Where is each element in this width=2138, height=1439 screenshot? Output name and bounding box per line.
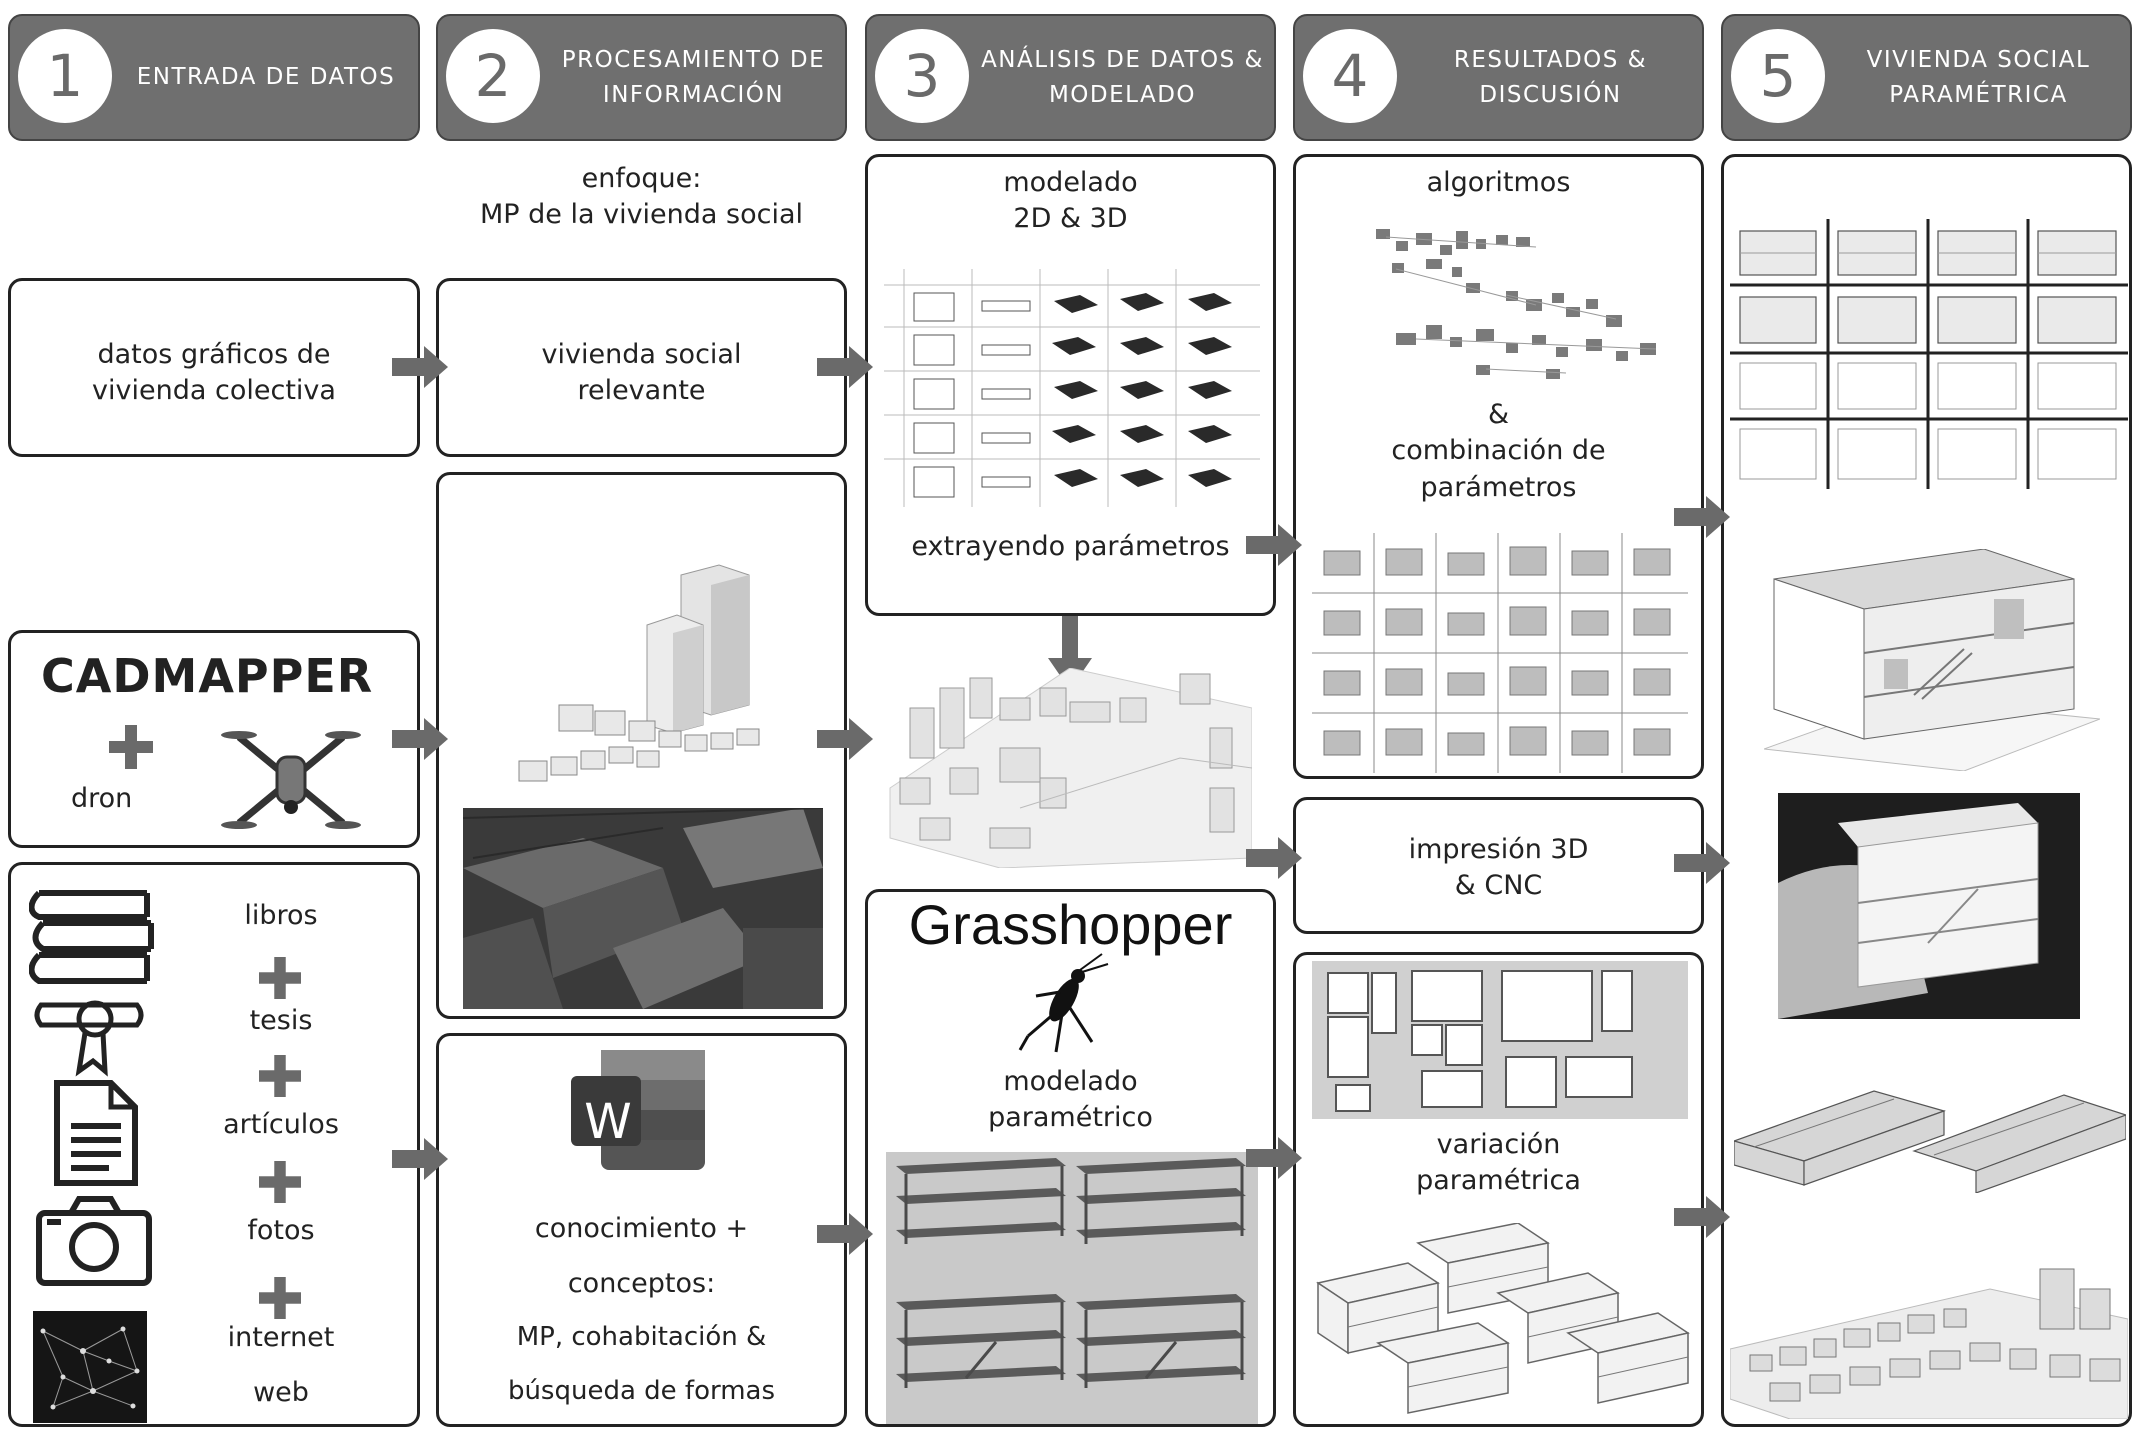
housing-block-render-image (1734, 1090, 2126, 1193)
algorithm-graph-image (1376, 229, 1657, 379)
plus-icon (259, 1161, 301, 1203)
arrow-right-icon (1246, 837, 1302, 879)
sources-box: libros tesis artículos fotos internet we… (8, 862, 420, 1427)
relevant-housing-box: vivienda social relevante (436, 278, 847, 457)
housing-variants-grid-image (1730, 219, 2128, 489)
algorithms-box: algoritmos & combinación de parámetros (1293, 154, 1704, 779)
step-number: 5 (1731, 29, 1825, 123)
cadmapper-logo: CADMAPPER (41, 649, 374, 703)
arrow-right-icon (1674, 496, 1730, 538)
graphic-data-label: datos gráficos de vivienda colectiva (92, 339, 336, 407)
combination-label: & combinación de parámetros (1391, 399, 1606, 503)
city-model-box (436, 472, 847, 1019)
arrow-right-icon (392, 1138, 448, 1180)
aerial-photo-image (462, 807, 824, 1009)
step-2-header: 2 PROCESAMIENTO DE INFORMACIÓN (436, 14, 847, 141)
step-5-header: 5 VIVIENDA SOCIAL PARAMÉTRICA (1721, 14, 2132, 141)
camera-icon (36, 1196, 152, 1286)
focus-label: enfoque: MP de la vivienda social (479, 163, 804, 231)
variation-label: variación paramétrica (1416, 1129, 1581, 1197)
arrow-right-icon (817, 1213, 873, 1255)
arrow-right-icon (817, 718, 873, 760)
drone-icon (221, 731, 361, 829)
arrow-right-icon (392, 718, 448, 760)
document-icon (54, 1080, 138, 1186)
plus-icon (259, 1277, 301, 1319)
relevant-housing-label: vivienda social relevante (541, 339, 742, 407)
knowledge-line-3: MP, cohabitación & (516, 1322, 767, 1352)
source-photos: fotos (247, 1215, 315, 1246)
plus-icon (259, 957, 301, 999)
printing-box: impresión 3D & CNC (1293, 797, 1704, 934)
3d-printed-model-photo (1778, 793, 2080, 1019)
step-3-header: 3 ANÁLISIS DE DATOS & MODELADO (865, 14, 1276, 141)
urban-context-render-image (1730, 1268, 2128, 1419)
word-icon (571, 1050, 705, 1170)
plus-icon (109, 725, 153, 769)
parameter-combinations-image (1312, 533, 1688, 773)
knowledge-line-1: conocimiento + (534, 1213, 749, 1244)
source-web: web (253, 1377, 309, 1408)
plus-icon (259, 1055, 301, 1097)
graphic-data-box: datos gráficos de vivienda colectiva (8, 278, 420, 457)
algorithms-label: algoritmos (1426, 167, 1571, 198)
knowledge-line-2: conceptos: (567, 1268, 716, 1299)
arrow-right-icon (392, 346, 448, 388)
step-title: RESULTADOS & DISCUSIÓN (1453, 47, 1648, 108)
parametric-structure-image (886, 1152, 1258, 1424)
source-thesis: tesis (249, 1005, 313, 1036)
floor-plans-image (1312, 961, 1688, 1119)
step-1-header: 1 ENTRADA DE DATOS (8, 14, 420, 141)
drone-label: dron (71, 783, 133, 814)
step-title: VIVIENDA SOCIAL PARAMÉTRICA (1866, 47, 2091, 108)
diploma-icon (34, 1000, 144, 1077)
modeling-label: modelado 2D & 3D (1003, 167, 1138, 235)
step-title: PROCESAMIENTO DE INFORMACIÓN (561, 47, 826, 108)
knowledge-box: W conocimiento + conceptos: MP, cohabita… (436, 1033, 847, 1427)
step-title: ANÁLISIS DE DATOS & MODELADO (981, 47, 1264, 108)
knowledge-line-4: búsqueda de formas (507, 1376, 776, 1406)
parametric-modeling-label: modelado paramétrico (988, 1066, 1153, 1134)
city-3d-model-image (518, 564, 760, 782)
grasshopper-icon (1018, 953, 1109, 1053)
results-box (1721, 154, 2132, 1427)
modeling-2d-3d-box: modelado 2D & 3D extrayendo parámetros (865, 154, 1276, 616)
arrow-right-icon (1674, 1196, 1730, 1238)
source-books: libros (244, 900, 318, 931)
word-icon-letter: W (584, 1094, 632, 1150)
arrow-right-icon (1674, 842, 1730, 884)
step-4-header: 4 RESULTADOS & DISCUSIÓN (1293, 14, 1704, 141)
variation-box: variación paramétrica (1293, 952, 1704, 1427)
grasshopper-box: Grasshopper modelado paramétrico (865, 889, 1276, 1427)
books-icon (29, 890, 154, 984)
extracting-parameters-label: extrayendo parámetros (911, 531, 1230, 562)
housing-section-render-image (1764, 549, 2100, 771)
parametric-variation-image (1316, 1223, 1690, 1414)
grasshopper-logo: Grasshopper (908, 893, 1233, 956)
arrow-right-icon (817, 346, 873, 388)
source-articles: artículos (223, 1109, 339, 1140)
step-number: 1 (18, 29, 112, 123)
source-internet: internet (227, 1322, 335, 1353)
housing-typology-table-image (884, 269, 1260, 507)
step-number: 2 (446, 29, 540, 123)
arrow-right-icon (1246, 1137, 1302, 1179)
site-3d-model-image (889, 668, 1252, 868)
arrow-right-icon (1246, 524, 1302, 566)
cadmapper-drone-box: CADMAPPER dron (8, 630, 420, 848)
step-number: 3 (875, 29, 969, 123)
printing-label: impresión 3D & CNC (1408, 834, 1589, 902)
step-number: 4 (1303, 29, 1397, 123)
network-web-image (33, 1311, 147, 1423)
step-title: ENTRADA DE DATOS (136, 64, 396, 91)
